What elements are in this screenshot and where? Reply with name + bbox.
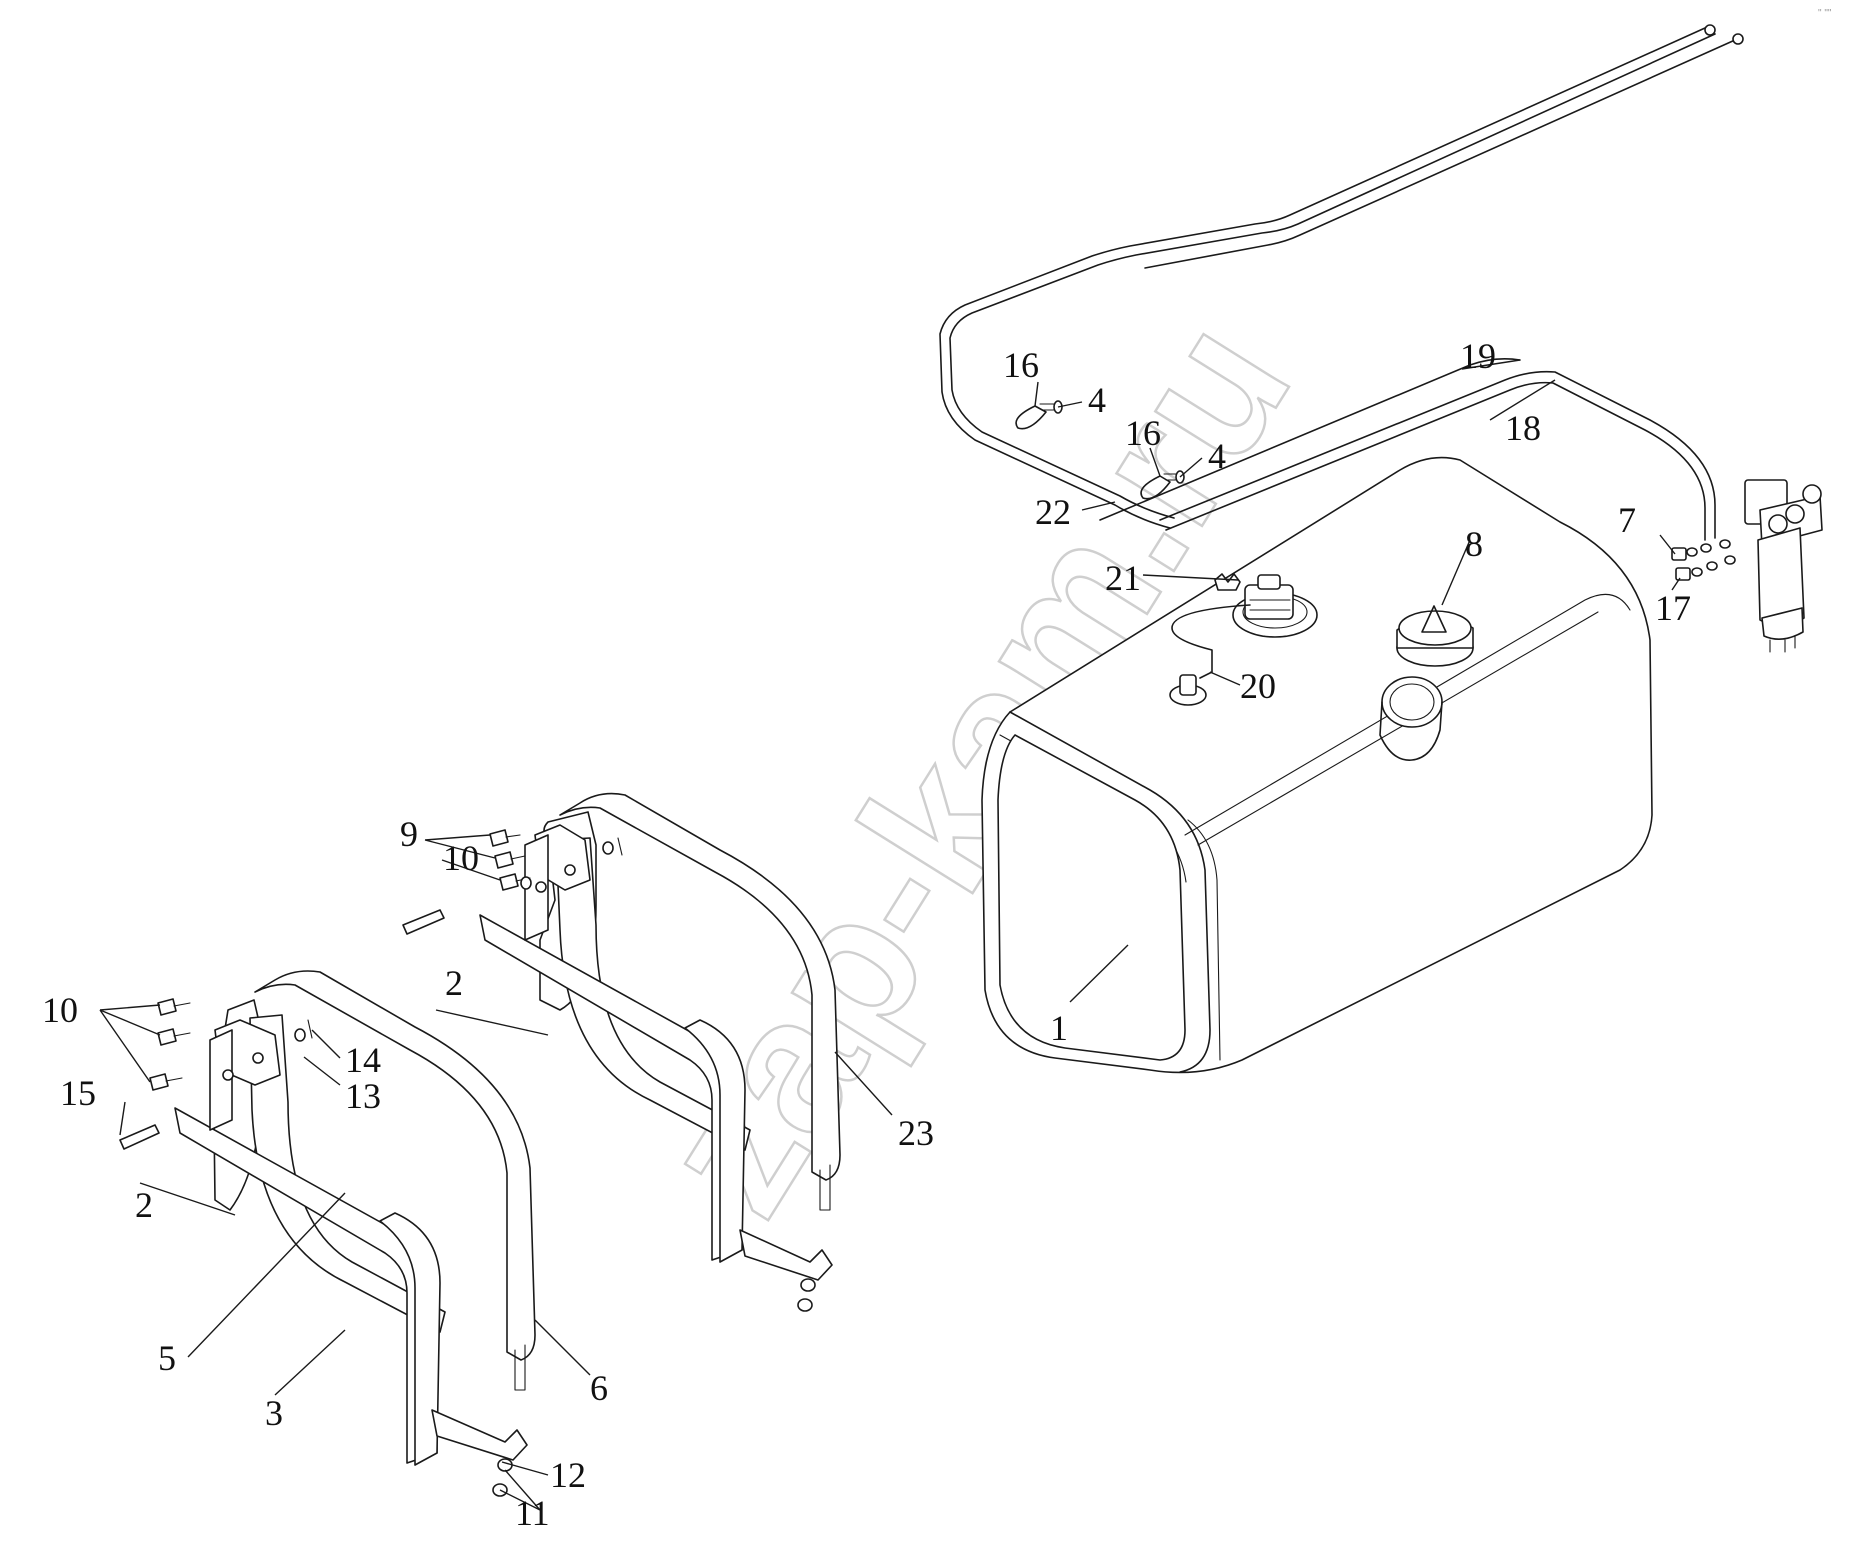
callout-7: 7: [1618, 500, 1636, 540]
callout-5: 5: [158, 1338, 176, 1378]
callout-10-front: 10: [42, 990, 78, 1030]
callout-18: 18: [1505, 408, 1541, 448]
callout-21: 21: [1105, 558, 1141, 598]
front-bolts: [119, 998, 313, 1150]
callout-16-lower: 16: [1125, 413, 1161, 453]
strap-6: [254, 970, 536, 1391]
corner-mark: " "": [1818, 8, 1832, 19]
callout-13: 13: [345, 1076, 381, 1116]
callout-9: 9: [400, 814, 418, 854]
callout-8: 8: [1465, 524, 1483, 564]
strap-23: [559, 792, 841, 1211]
hose-clamp-upper: [1015, 400, 1063, 430]
callout-2-rear: 2: [445, 963, 463, 1003]
fuel-line-18-19: [1099, 358, 1716, 541]
hose-clamp-lower: [1140, 470, 1185, 500]
fuel-level-sender: [1171, 573, 1294, 679]
banjo-fittings: [1671, 539, 1736, 581]
callout-23: 23: [898, 1113, 934, 1153]
fuel-filter: [1744, 479, 1823, 653]
callout-4-upper: 4: [1088, 380, 1106, 420]
callout-10-rear: 10: [443, 838, 479, 878]
callout-16-upper: 16: [1003, 345, 1039, 385]
callout-17: 17: [1655, 588, 1691, 628]
filler-cap: [1396, 605, 1474, 667]
callout-2-front: 2: [135, 1185, 153, 1225]
fuel-tank: [981, 456, 1653, 1074]
fuel-line-return: [1144, 33, 1744, 269]
callout-11: 11: [515, 1493, 550, 1533]
callout-1: 1: [1050, 1008, 1068, 1048]
rear-pivot-bracket: [524, 824, 591, 941]
callout-14: 14: [345, 1040, 381, 1080]
callout-20: 20: [1240, 666, 1276, 706]
fuel-line-22: [939, 24, 1716, 529]
callout-19: 19: [1460, 336, 1496, 376]
callout-12: 12: [550, 1455, 586, 1495]
callout-4-lower: 4: [1208, 436, 1226, 476]
rear-bolts: [402, 829, 623, 935]
callout-15: 15: [60, 1073, 96, 1113]
front-pivot-bracket: [209, 1019, 281, 1131]
callout-labels: 1 2 2 3 4 4 5 6 7 8 9 10 10 11 12 13 14 …: [42, 336, 1691, 1533]
callout-3: 3: [265, 1393, 283, 1433]
callout-6: 6: [590, 1368, 608, 1408]
leader-lines: [99, 359, 1681, 1511]
callout-22: 22: [1035, 492, 1071, 532]
